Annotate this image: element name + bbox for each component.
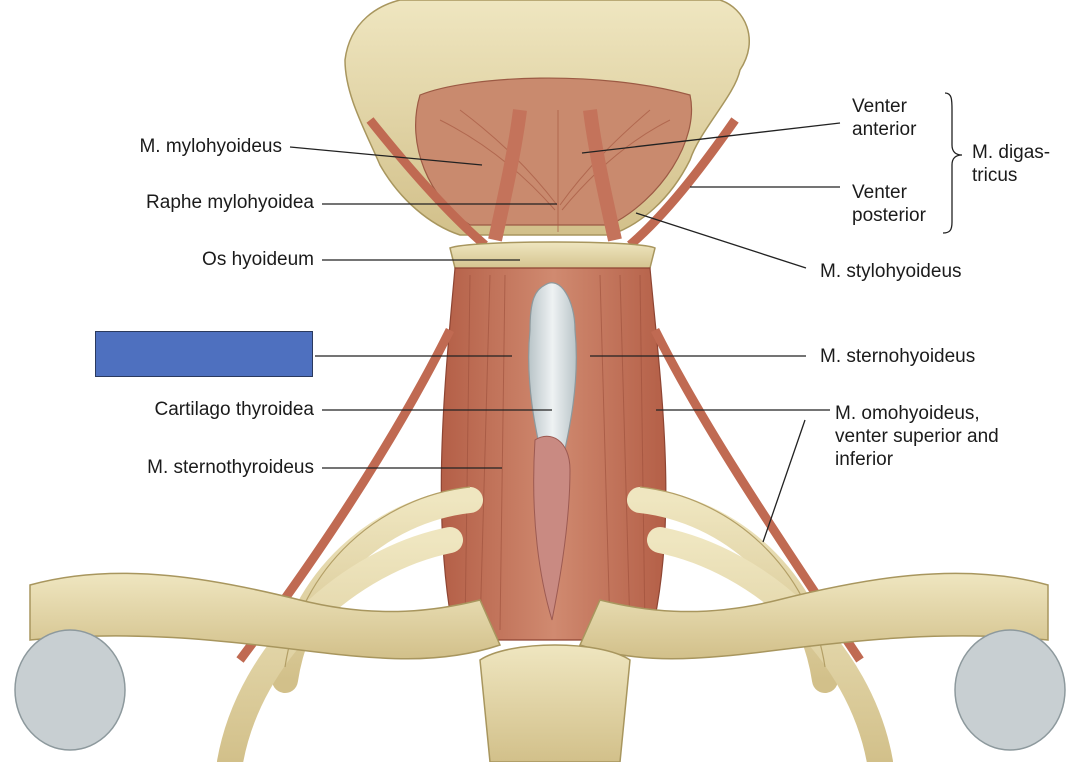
label-digastricus: M. digas- tricus — [972, 142, 1051, 186]
leader-stylohyoideus — [635, 212, 807, 269]
leader-omohyoideus-lower — [762, 419, 806, 543]
digastric-anterior-right — [583, 109, 622, 242]
label-raphe-mylohyoidea: Raphe mylohyoidea — [146, 192, 314, 213]
label-stylohyoideus: M. stylohyoideus — [820, 261, 962, 282]
label-mylohyoideus: M. mylohyoideus — [139, 136, 282, 157]
muscle-fibers — [464, 274, 646, 631]
mandible-inner — [415, 77, 692, 226]
clavicle-left — [29, 572, 502, 660]
label-cartilago-thyroidea: Cartilago thyroidea — [154, 399, 314, 420]
clavicle-right — [578, 572, 1049, 660]
label-sternohyoideus: M. sternohyoideus — [820, 346, 976, 367]
hyoid-bone — [449, 241, 656, 272]
humeral-head-left — [14, 629, 126, 751]
thyroid-gland — [533, 435, 571, 621]
label-venter-anterior: Venter anterior — [852, 96, 917, 140]
leader-venter-anterior — [581, 122, 841, 154]
sternum-manubrium — [479, 644, 631, 763]
hidden-label-box — [95, 331, 313, 377]
label-venter-posterior: Venter posterior — [852, 182, 926, 226]
leader-lines — [289, 92, 963, 543]
stylohyoid-left — [366, 117, 488, 249]
digastric-anterior-left — [488, 109, 527, 242]
label-os-hyoideum: Os hyoideum — [202, 249, 314, 270]
digastricus-brace — [942, 92, 963, 234]
label-omohyoideus: M. omohyoideus, venter superior and infe… — [835, 403, 999, 470]
label-sternothyroideus: M. sternothyroideus — [147, 457, 314, 478]
humeral-head-right — [954, 629, 1066, 751]
leader-mylohyoideus — [289, 146, 483, 166]
